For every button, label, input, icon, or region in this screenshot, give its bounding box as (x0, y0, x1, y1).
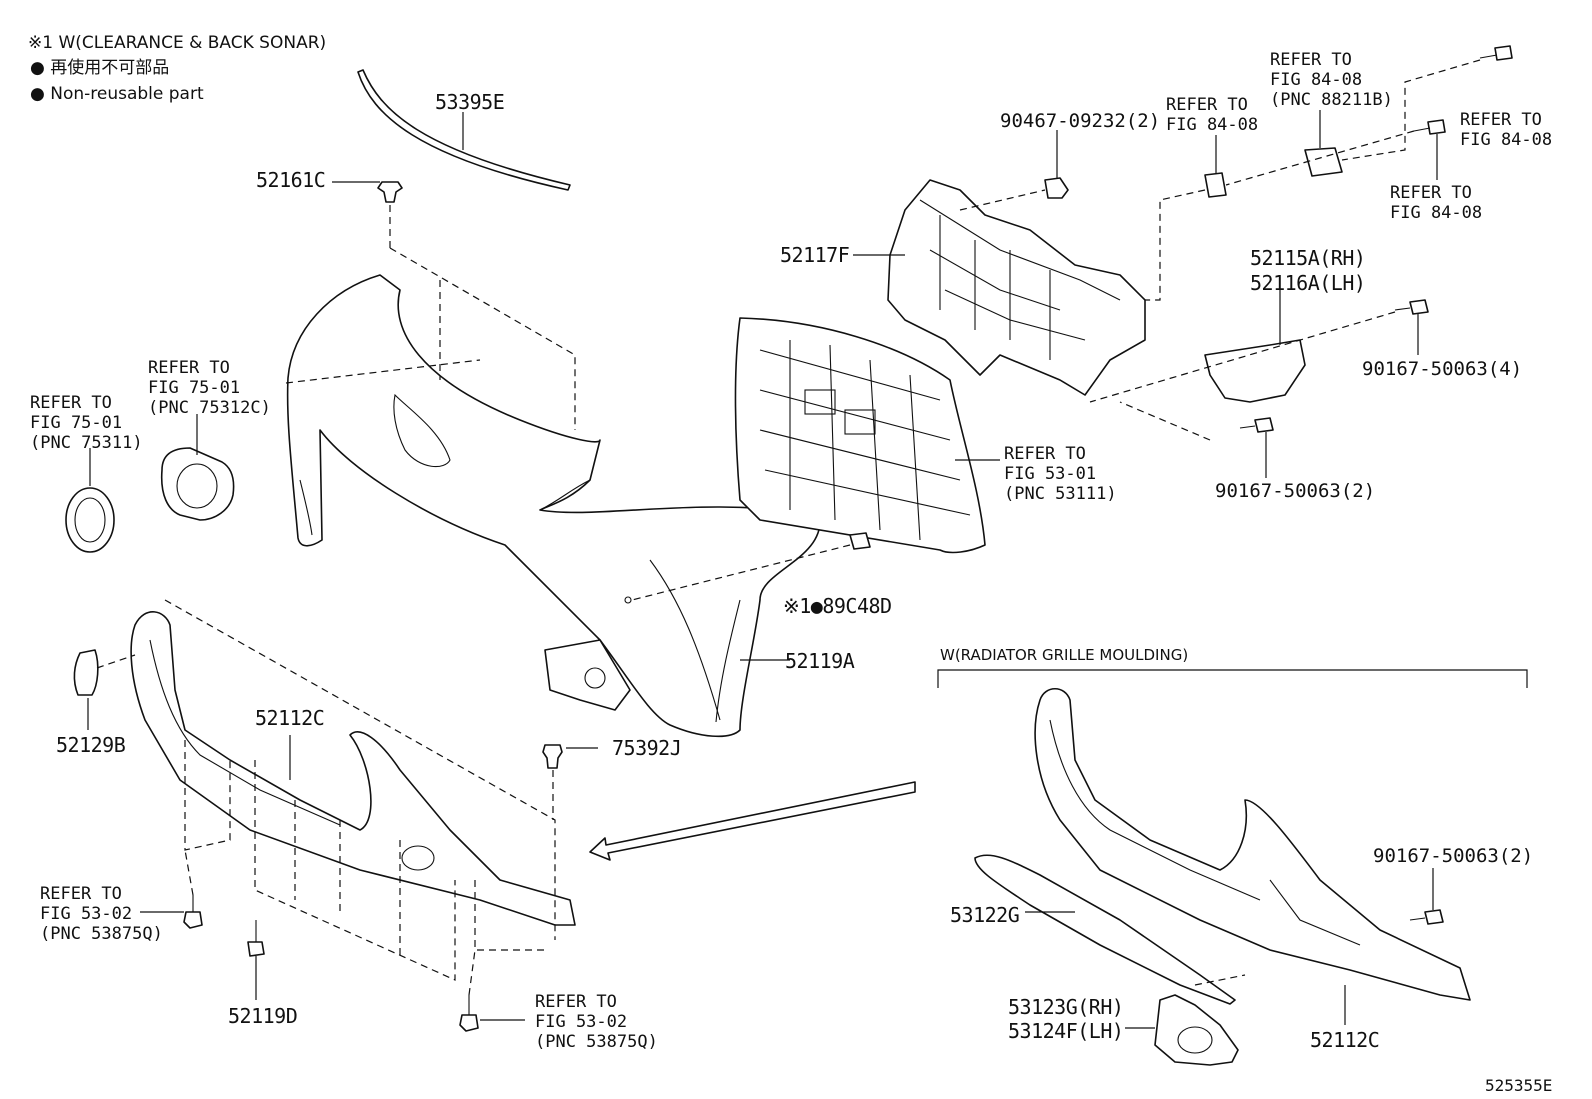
label-52115A: 52115A(RH) (1250, 246, 1366, 270)
bracket-sensor (1204, 135, 1227, 198)
label-75392J: 75392J (612, 736, 682, 760)
ref-fig-84-08-b: REFER TO FIG 84-08 (1460, 110, 1553, 150)
clip-75392J (542, 744, 598, 769)
label-52161C: 52161C (256, 168, 326, 192)
ref-fig-84-08-pnc: REFER TO FIG 84-08 (PNC 88211B) (1270, 50, 1393, 110)
non-reusable-note-jp: ● 再使用不可部品 (30, 58, 170, 78)
bolt-mid-right (1413, 119, 1446, 180)
clip-nut-90467 (1044, 130, 1069, 199)
label-90167-50063-2a: 90167-50063(2) (1215, 480, 1376, 502)
label-90167-50063-2b: 90167-50063(2) (1373, 845, 1534, 867)
ref-fig-53-02-a: REFER TO FIG 53-02 (PNC 53875Q) (40, 884, 163, 944)
section-bracket (937, 669, 1528, 688)
bolt-53875Q-b (459, 995, 525, 1032)
screw-90167-50063-c (1409, 868, 1444, 925)
lower-bumper-52112C (130, 611, 576, 926)
screw-90167-50063-b (1239, 417, 1274, 478)
ref-fig-53-01: REFER TO FIG 53-01 (PNC 53111) (1004, 444, 1117, 504)
screw-90167-50063-a (1394, 299, 1429, 355)
cap-52129B (73, 649, 99, 730)
variant-arrow (589, 781, 916, 861)
screw-52119D (247, 920, 265, 1000)
label-90167-50063-4: 90167-50063(4) (1362, 358, 1523, 380)
sonar-sensor-89C48D (849, 532, 871, 550)
ref-fig-75-01-pnc-75312c: REFER TO FIG 75-01 (PNC 75312C) (148, 358, 271, 418)
illustration-code: 525355E (1485, 1076, 1553, 1095)
ref-fig-84-08-c: REFER TO FIG 84-08 (1390, 183, 1483, 223)
section-note: W(RADIATOR GRILLE MOULDING) (940, 646, 1189, 664)
label-52119A: 52119A (785, 649, 855, 673)
bolt-top-right (1479, 45, 1513, 61)
emblem-75312C (160, 447, 235, 521)
ref-fig-53-02-b: REFER TO FIG 53-02 (PNC 53875Q) (535, 992, 658, 1052)
bolt-53875Q-a (140, 895, 203, 929)
variant-lower-bumper-52112C (1034, 687, 1471, 1025)
label-52112C-variant: 52112C (1310, 1028, 1380, 1052)
condition-note: ※1 W(CLEARANCE & BACK SONAR) (28, 33, 327, 53)
label-52117F: 52117F (780, 243, 850, 267)
label-52119D: 52119D (228, 1004, 298, 1028)
fog-bezel-53123G (1125, 994, 1239, 1066)
label-53122G: 53122G (950, 903, 1020, 927)
label-53124F: 53124F(LH) (1008, 1019, 1124, 1043)
label-52129B: 52129B (56, 733, 126, 757)
label-90467-09232: 90467-09232(2) (1000, 110, 1161, 132)
radiator-grille (734, 317, 986, 554)
moulding-53122G (974, 854, 1236, 1005)
front-bumper-cover (286, 274, 821, 738)
moulding-strip-53395E (357, 69, 571, 191)
label-89C48D: ※1●89C48D (783, 594, 892, 618)
emblem-75311 (65, 487, 115, 553)
label-52112C: 52112C (255, 706, 325, 730)
side-bracket-52115A (1204, 290, 1306, 403)
label-53123G: 53123G(RH) (1008, 995, 1124, 1019)
non-reusable-note-en: ● Non-reusable part (30, 84, 204, 104)
bumper-reinforcement-52117F (887, 179, 1146, 396)
clip-52161C (332, 181, 403, 203)
label-53395E: 53395E (435, 90, 505, 114)
ref-fig-84-08-a: REFER TO FIG 84-08 (1166, 95, 1259, 135)
label-52116A: 52116A(LH) (1250, 271, 1366, 295)
ref-fig-75-01-pnc-75311: REFER TO FIG 75-01 (PNC 75311) (30, 393, 143, 453)
sensor-88211B (1304, 110, 1343, 177)
